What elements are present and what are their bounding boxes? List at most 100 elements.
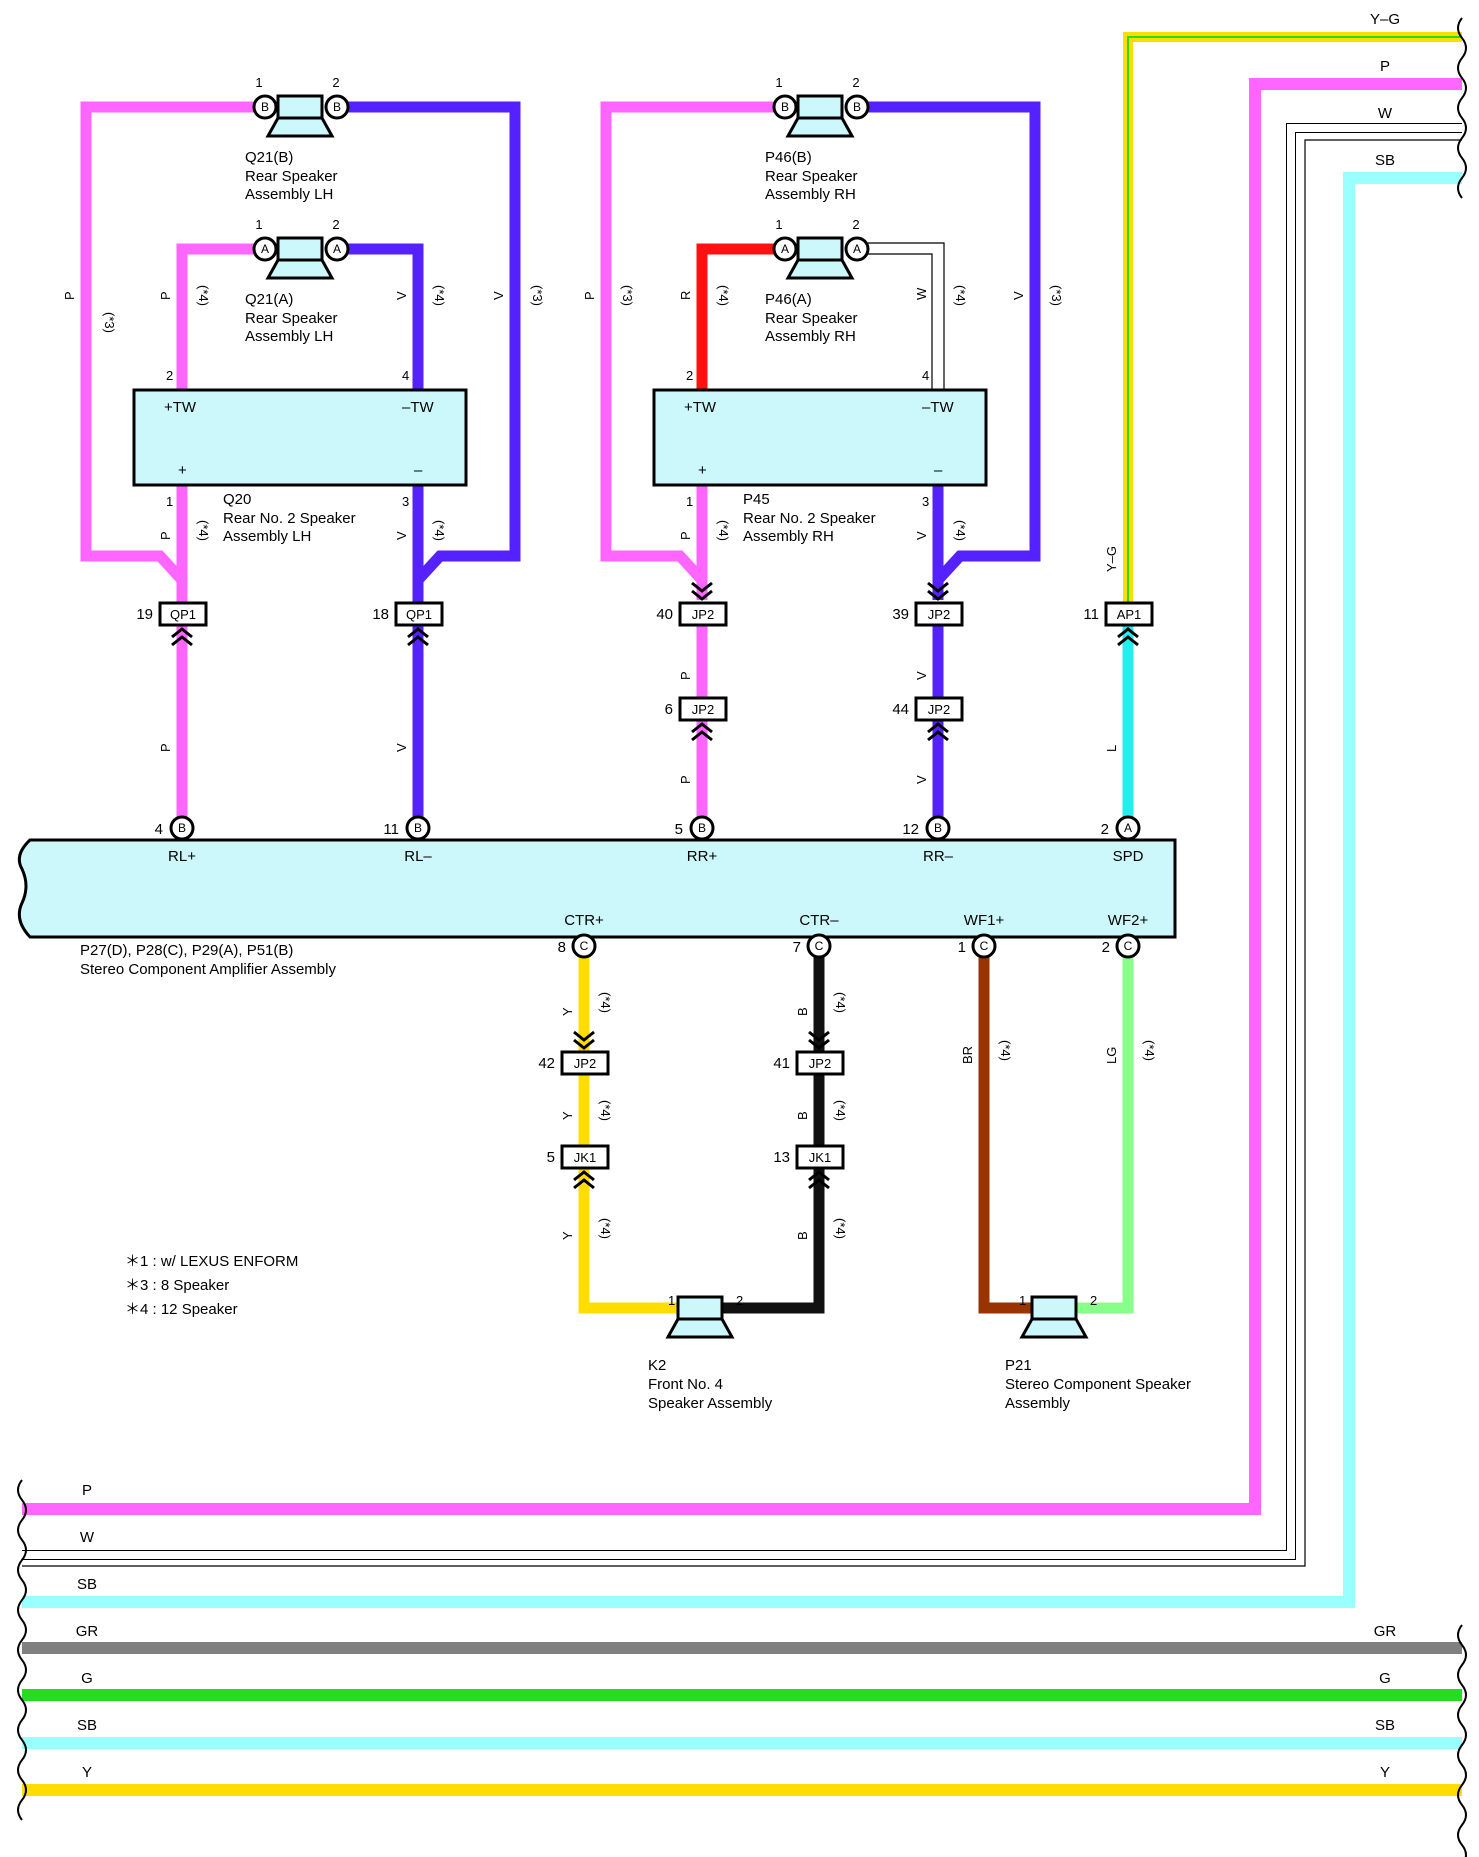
amp-terminal-label: WF1+: [964, 912, 1005, 929]
q20-box: [132, 388, 468, 487]
junction-name: JP2: [928, 607, 950, 622]
wire-label: P: [158, 291, 173, 300]
wire-label: B: [795, 1231, 810, 1240]
amp-conn: B: [414, 821, 422, 835]
p45-pin-twp: 2: [686, 368, 693, 383]
wire-label: V: [394, 743, 409, 752]
p46a-line2: Assembly RH: [765, 328, 856, 345]
speaker-p46a-icon: [786, 236, 854, 280]
q21b-conn1: B: [261, 100, 269, 114]
wire-note: (*4): [716, 285, 731, 306]
wire-label: Y: [560, 1111, 575, 1120]
q20-plus: +: [178, 462, 187, 479]
q20-tw-minus: –TW: [402, 399, 435, 416]
bus-label: GR: [1374, 1623, 1397, 1640]
junction-name: JP2: [692, 702, 714, 717]
wire-label: Y: [560, 1007, 575, 1016]
junction-pin: 18: [372, 606, 389, 623]
amp-pin: 4: [155, 821, 163, 838]
junction-pin: 41: [773, 1055, 790, 1072]
wire-note: (*4): [598, 1218, 613, 1239]
wire-label: P: [678, 775, 693, 784]
wire-label: V: [914, 531, 929, 540]
bus-label: G: [1379, 1670, 1391, 1687]
amp-terminal-label: CTR+: [564, 912, 604, 929]
p45-pin-p: 1: [686, 494, 693, 509]
q21a-pin2: 2: [332, 217, 339, 232]
wire-note: (*4): [998, 1040, 1013, 1061]
wire-label: P: [582, 291, 597, 300]
p46b-pin1: 1: [775, 75, 782, 90]
junction-pin: 40: [656, 606, 673, 623]
q21a-line1: Rear Speaker: [245, 310, 338, 327]
p46b-code: P46(B): [765, 149, 812, 166]
amp-code: P27(D), P28(C), P29(A), P51(B): [80, 942, 293, 959]
p21-line2: Assembly: [1005, 1395, 1071, 1412]
p46a-conn2: A: [853, 242, 861, 256]
q21a-line2: Assembly LH: [245, 328, 333, 345]
amplifier-body: [17, 838, 1177, 939]
amp-conn: C: [580, 939, 589, 953]
junction-boxes: [158, 601, 1154, 1170]
amp-terminal-label: CTR–: [799, 912, 839, 929]
wire-label: R: [678, 291, 693, 300]
junction-pin: 13: [773, 1149, 790, 1166]
k2-line2: Speaker Assembly: [648, 1395, 773, 1412]
q20-pin-m: 3: [402, 494, 409, 509]
bus-label: Y: [82, 1764, 92, 1781]
amp-terminal-label: RL+: [168, 848, 196, 865]
right-buses: [22, 32, 1462, 1608]
chevron-marks: [171, 581, 1139, 1190]
amp-pin: 12: [902, 821, 919, 838]
q20-tw-plus: +TW: [164, 399, 197, 416]
junction-pin: 44: [892, 701, 909, 718]
wire-label: V: [914, 775, 929, 784]
amp-name: Stereo Component Amplifier Assembly: [80, 961, 336, 978]
wire-label: V: [394, 291, 409, 300]
wire-note: (*4): [833, 1100, 848, 1121]
junction-name: JP2: [574, 1056, 596, 1071]
amp-conn: C: [980, 939, 989, 953]
p21-pin2: 2: [1090, 1293, 1097, 1308]
amp-terminal-label: RR+: [687, 848, 718, 865]
speaker-q21b-icon: [266, 94, 334, 138]
p45-pin-twm: 4: [922, 368, 929, 383]
junction-pin: 42: [538, 1055, 555, 1072]
q20-pin-p: 1: [166, 494, 173, 509]
q21b-pin1: 1: [255, 75, 262, 90]
wire-label: V: [914, 671, 929, 680]
junction-name: JP2: [809, 1056, 831, 1071]
wire-color-labels: P (*3) P (*4) V (*4) V (*3) P (*4) V (*4…: [62, 285, 1157, 1240]
amp-pin: 2: [1102, 939, 1110, 956]
front-wires: [578, 950, 1134, 1314]
p46a-code: P46(A): [765, 291, 812, 308]
bus-label: G: [81, 1670, 93, 1687]
q21a-pin1: 1: [255, 217, 262, 232]
bus-label: SB: [1375, 152, 1395, 169]
wire-label: L: [1104, 745, 1119, 752]
p46a-pin1: 1: [775, 217, 782, 232]
junction-name: AP1: [1117, 607, 1142, 622]
p21-pin1: 1: [1019, 1293, 1026, 1308]
q20-code: Q20: [223, 491, 251, 508]
q20-minus: –: [414, 462, 423, 479]
k2-pin2: 2: [736, 1293, 743, 1308]
q21a-code: Q21(A): [245, 291, 293, 308]
wire-label: V: [491, 291, 506, 300]
amp-conn: B: [934, 821, 942, 835]
wire-note: (*4): [432, 285, 447, 306]
junction-pin: 6: [665, 701, 673, 718]
wire-note: (*4): [598, 1100, 613, 1121]
wire-label: P: [678, 531, 693, 540]
amp-pin: 1: [958, 939, 966, 956]
wire-label: P: [158, 531, 173, 540]
amp-pin: 8: [558, 939, 566, 956]
p45-box: [652, 388, 988, 487]
amp-terminal-label: RR–: [923, 848, 954, 865]
wire-note: (*4): [833, 992, 848, 1013]
wire-label: Y–G: [1104, 546, 1119, 572]
bus-label: SB: [77, 1717, 97, 1734]
p45-line2: Assembly RH: [743, 528, 834, 545]
amp-pin: 7: [793, 939, 801, 956]
